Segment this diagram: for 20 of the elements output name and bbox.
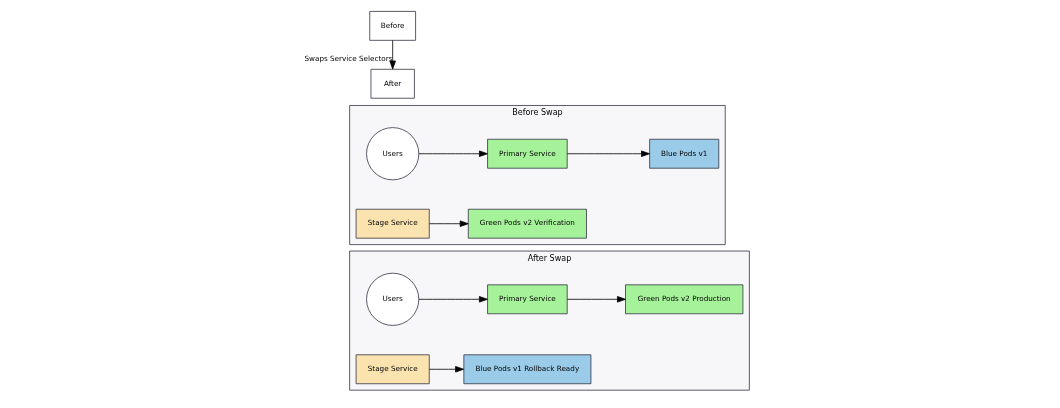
arrow [429, 366, 464, 373]
node-box: Primary Service [487, 284, 568, 315]
node-box: Blue Pods v1 [649, 138, 720, 169]
node-box: Green Pods v2 Production [625, 284, 744, 315]
arrow [389, 40, 396, 70]
node-box: Blue Pods v1 Rollback Ready [463, 354, 592, 385]
node-box: Green Pods v2 Verification [467, 208, 587, 239]
arrow [429, 220, 469, 227]
node-box: Primary Service [487, 138, 568, 169]
edge-label: Swaps Service Selectors [304, 53, 393, 63]
arrow [418, 150, 488, 157]
arrow [566, 296, 626, 303]
node-circle: Users [366, 127, 420, 181]
node-box: Stage Service [355, 354, 430, 385]
node-circle: Users [366, 272, 420, 326]
node-box: After [370, 68, 415, 99]
node-box: Stage Service [355, 208, 430, 239]
arrow [418, 296, 488, 303]
node-box: Before [369, 11, 416, 41]
arrow [566, 150, 650, 157]
